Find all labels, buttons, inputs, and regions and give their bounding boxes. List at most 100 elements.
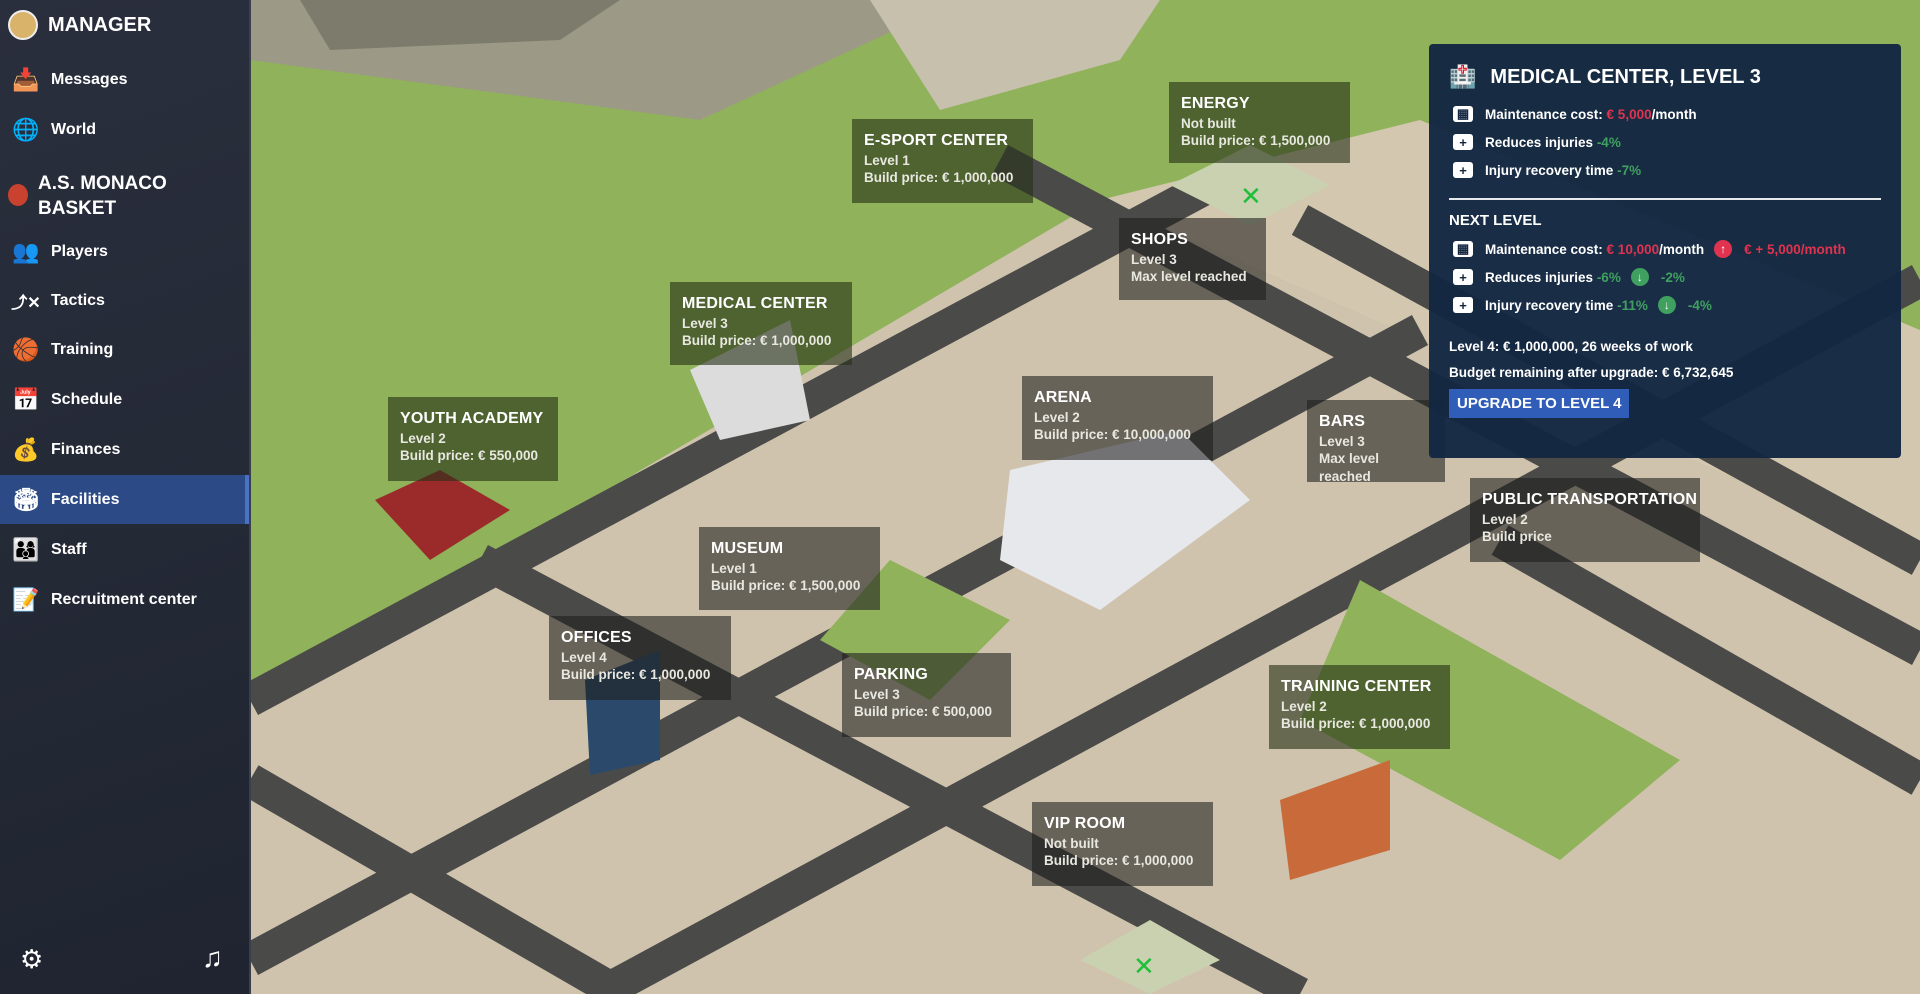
facility-name: ENERGY [1181, 95, 1250, 112]
sidebar-item-label: Players [51, 242, 108, 260]
sidebar-item-players[interactable]: 👥Players [0, 227, 249, 276]
sidebar-item-training[interactable]: 🏀 Training [0, 325, 249, 374]
facility-status: Level 2 [1034, 409, 1080, 425]
sidebar-item-tactics[interactable]: ⤴✕Tactics [0, 276, 249, 325]
facility-status: Level 3 [682, 315, 728, 331]
current-recovery: + Injury recovery time -7% [1449, 156, 1881, 184]
sidebar-item-label: Schedule [51, 390, 123, 408]
facility-name: BARS [1319, 413, 1366, 430]
sidebar: MANAGER 📥Messages 🌐 World A.S. MONACO BAS… [0, 0, 251, 994]
club-logo-icon [8, 184, 28, 206]
sidebar-item-label: Staff [51, 540, 87, 558]
upgrade-cost: Level 4: € 1,000,000, 26 weeks of work [1449, 338, 1693, 354]
arrow-down-icon: ↓ [1657, 296, 1676, 314]
facility-price: Build price: € 1,000,000 [1281, 716, 1431, 732]
unit: /month [1659, 241, 1705, 257]
stadium-icon: 🏟 [12, 486, 40, 512]
facility-price: Build price: € 1,000,000 [682, 333, 832, 349]
sidebar-item-label: Tactics [51, 291, 105, 309]
facility-price: Max level reached [1319, 451, 1380, 484]
current-maintenance: ▦ Maintenance cost: € 5,000/month [1449, 100, 1881, 128]
sidebar-item-facilities[interactable]: 🏟 Facilities [0, 475, 249, 524]
next-maintenance: ▦Maintenance cost: € 10,000/month↑€ + 5,… [1449, 235, 1881, 263]
facility-detail-panel: 🏥 MEDICAL CENTER, LEVEL 3 ▦ Maintenance co… [1429, 44, 1901, 458]
facility-name: E-SPORT CENTER [864, 132, 1009, 149]
upgrade-button[interactable]: UPGRADE TO LEVEL 4 [1449, 389, 1630, 418]
label: Reduces injuries [1485, 134, 1594, 150]
label: Maintenance cost: [1485, 106, 1603, 122]
sidebar-item-recruitment[interactable]: 📝 Recruitment center [0, 575, 249, 624]
facility-name: PARKING [854, 666, 928, 683]
facility-price: Build price: € 1,500,000 [1181, 133, 1331, 149]
facility-price: Build price: € 1,500,000 [711, 578, 861, 594]
medkit-icon: + [1453, 269, 1473, 285]
manager-header[interactable]: MANAGER [8, 10, 151, 40]
training-icon: 🏀 [12, 336, 40, 362]
svg-text:✕: ✕ [1240, 182, 1262, 212]
sidebar-item-label: Training [51, 340, 114, 358]
value: € 5,000 [1606, 106, 1652, 122]
manager-label: MANAGER [48, 13, 152, 36]
recruitment-icon: 📝 [12, 586, 40, 612]
facility-status: Level 1 [711, 560, 757, 576]
facility-name: TRAINING CENTER [1281, 678, 1432, 695]
label: Injury recovery time [1485, 162, 1614, 178]
hospital-icon: 🏥 [1449, 64, 1477, 89]
facility-label-museum[interactable]: MUSEUM Level 1 Build price: € 1,500,000 [699, 527, 880, 610]
calculator-icon: ▦ [1453, 106, 1473, 122]
facility-name: ARENA [1034, 389, 1092, 406]
panel-title: MEDICAL CENTER, LEVEL 3 [1490, 65, 1761, 88]
facility-name: PUBLIC TRANSPORTATION [1482, 491, 1698, 508]
sidebar-item-label: World [51, 120, 97, 138]
globe-icon: 🌐 [12, 116, 40, 142]
budget-remaining: Budget remaining after upgrade: € 6,732,… [1449, 364, 1734, 380]
facility-price: Build price: € 1,000,000 [1044, 853, 1194, 869]
arrow-down-icon: ↓ [1630, 268, 1649, 286]
settings-icon[interactable]: ⚙ [20, 944, 44, 974]
unit: /month [1651, 106, 1697, 122]
club-header[interactable]: A.S. MONACO BASKET [8, 172, 188, 221]
label: Reduces injuries [1485, 269, 1594, 285]
sidebar-item-staff[interactable]: 👨‍👩‍👦 Staff [0, 525, 249, 574]
staff-icon: 👨‍👩‍👦 [12, 536, 40, 562]
facility-label-bars[interactable]: BARS Level 3 Max level reached [1307, 400, 1445, 484]
value: -7% [1617, 162, 1642, 178]
facility-status: Level 1 [864, 152, 910, 168]
sidebar-item-messages[interactable]: 📥Messages [0, 55, 249, 104]
music-icon[interactable]: ♫ [202, 942, 223, 973]
sidebar-item-world[interactable]: 🌐 World [0, 105, 249, 154]
calendar-icon: 📅 [12, 386, 40, 412]
calculator-icon: ▦ [1453, 241, 1473, 257]
facility-name: MUSEUM [711, 540, 784, 557]
facility-status: Level 3 [1131, 251, 1177, 267]
sidebar-item-schedule[interactable]: 📅 Schedule [0, 375, 249, 424]
value: -4% [1596, 134, 1621, 150]
next-level-heading: NEXT LEVEL [1449, 212, 1542, 229]
facility-price: Build price: € 1,000,000 [561, 667, 711, 683]
facility-status: Not built [1044, 835, 1099, 851]
facility-price: Build price [1482, 529, 1552, 545]
sidebar-item-label: Messages [51, 70, 128, 88]
medkit-icon: + [1453, 162, 1473, 178]
facility-status: Level 3 [854, 686, 900, 702]
medkit-icon: + [1453, 297, 1473, 313]
delta: € + 5,000/month [1744, 241, 1846, 257]
sidebar-item-label: Recruitment center [51, 590, 197, 608]
facility-status: Level 3 [1319, 433, 1365, 449]
value: -6% [1596, 269, 1621, 285]
arrow-up-icon: ↑ [1714, 240, 1733, 258]
next-injuries: +Reduces injuries -6%↓-2% [1449, 263, 1881, 291]
sidebar-item-label: Facilities [51, 490, 120, 508]
sidebar-item-finances[interactable]: 💰Finances [0, 425, 249, 474]
